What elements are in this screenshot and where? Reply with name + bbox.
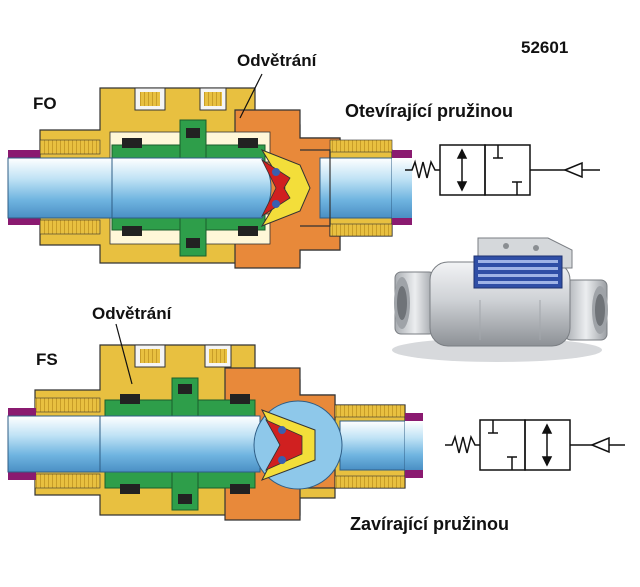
fo-state-label: FO [33, 94, 57, 113]
valve-product-photo [392, 237, 608, 362]
vent-top-leader [239, 73, 263, 119]
fo-pneumatic-symbol [405, 144, 600, 196]
fo-valve-cross-section [7, 87, 412, 269]
product-code: 52601 [521, 38, 569, 57]
fs-valve-cross-section [7, 344, 423, 521]
fs-pneumatic-symbol [445, 419, 625, 471]
vent-bottom-leader [115, 323, 133, 385]
fs-state-label: FS [36, 350, 58, 369]
vent-top-label: Odvětrání [237, 51, 317, 70]
closing-spring-caption: Zavírající pružinou [350, 514, 510, 534]
opening-spring-caption: Otevírající pružinou [345, 101, 514, 121]
vent-bottom-label: Odvětrání [92, 304, 172, 323]
